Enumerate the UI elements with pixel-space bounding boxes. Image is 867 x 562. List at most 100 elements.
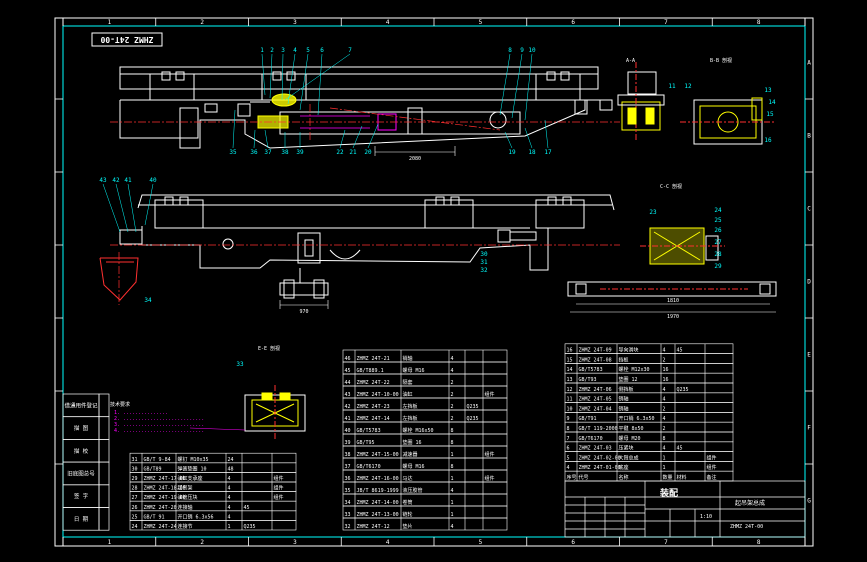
bom-cell: 7 (567, 436, 570, 442)
label-section-ee: E-E 剖视 (258, 345, 280, 352)
side-rail-view: 1810 1970 (567, 281, 777, 320)
bom-cell: ZHMZ 24T-12 (357, 524, 390, 530)
balloon-leader (544, 119, 549, 149)
grid-row-label: C (807, 206, 811, 213)
bom-cell: 隔套 (403, 379, 413, 386)
balloon-label: 32 (480, 267, 488, 274)
bom-cell: 9 (567, 416, 570, 422)
bom-cell: 材料 (677, 474, 687, 481)
grid-col-label-bottom: 5 (479, 539, 483, 546)
bom-cell: 组件 (485, 475, 495, 482)
balloon-leader (261, 53, 266, 96)
bom-cell: 8 (567, 426, 570, 432)
bom-cell: ZHMZ 24T-09 (579, 348, 612, 354)
bom-cell: 侧挡板 (619, 386, 634, 393)
bom-cell: ZHMZ 24T-13-00 (357, 512, 399, 518)
bom-cell: 开口销 6.3x56 (178, 513, 214, 520)
bom-cell: 大臂总成 (619, 454, 639, 461)
balloon-label: 26 (714, 227, 722, 234)
balloon-leader (299, 53, 309, 111)
bom-cell: 组件 (274, 494, 284, 501)
dim-d3: 1810 (667, 298, 679, 304)
bom-cell: 起吊架 (178, 486, 193, 492)
stamp-label: 描 图 (74, 424, 89, 432)
bom-cell: ZHMZ 24T-10-00 (357, 392, 399, 398)
bom-cell: 11 (567, 397, 573, 403)
stamp-blank (98, 484, 110, 508)
balloon-label: 39 (296, 149, 304, 156)
bom-cell: 连接节 (178, 523, 193, 530)
grid-col-label-bottom: 1 (108, 539, 112, 546)
stamp-label: 借通用件登记 (64, 401, 98, 409)
balloon-leader (352, 125, 363, 149)
bom-cell: 组件 (274, 475, 284, 482)
stamp-label: 日 期 (74, 516, 89, 523)
section-bb: B-B 剖视 (680, 57, 776, 145)
bom-cell: 4 (663, 397, 666, 403)
bom-cell: 16 (663, 367, 669, 373)
section-ee: E-E 剖视 (244, 345, 306, 440)
bom-cell: ZHMZ 24T-15-00 (357, 452, 399, 458)
balloon-leader (524, 53, 533, 121)
bom-cell: 组件 (707, 464, 717, 471)
bom-cell: 左挡板 (403, 415, 418, 422)
grid-col-label-top: 3 (293, 19, 297, 26)
bom-cell: ZHMZ 24T-21 (357, 356, 390, 362)
bom-cell: 液压胶管 (403, 487, 423, 494)
drawing-code: ZHMZ 24T-00 (730, 524, 763, 530)
bom-cell: 2 (451, 404, 454, 410)
dim-d1: 2080 (409, 156, 421, 162)
bom-cell: GB/T93 (579, 377, 597, 383)
balloon-leader (264, 129, 269, 149)
bom-cell: 垫圈 16 (403, 439, 422, 446)
drawing-scale: 1:10 (700, 514, 712, 520)
bom-cell: 数量 (663, 474, 673, 481)
grid-col-label-top: 1 (108, 19, 112, 26)
balloon-label: 42 (112, 177, 120, 184)
bom-cell: ZHMZ 24T-06 (579, 387, 612, 393)
bom-cell: 马达 (403, 475, 413, 482)
bom-cell: 35 (345, 488, 351, 494)
dimension-plan: 970 (279, 300, 329, 315)
label-section-bb: B-B 剖视 (710, 57, 732, 64)
balloon-label: 3 (281, 47, 285, 54)
bom-cell: GB/T 91 (144, 514, 165, 520)
bom-cell: 4 (451, 524, 454, 530)
bom-cell: 左挡板 (403, 403, 418, 410)
bom-cell: 46 (345, 356, 351, 362)
balloon-label: 5 (306, 47, 310, 54)
bom-cell: 8 (451, 464, 454, 470)
bom-cell: GB/T6170 (579, 436, 603, 442)
bom-cell: 2 (663, 426, 666, 432)
balloon-label: 14 (768, 99, 776, 106)
bom-cell: GB/T89 (144, 466, 162, 472)
grid-col-label-top: 6 (571, 19, 575, 26)
balloon-label: 4 (293, 47, 297, 54)
bom-cell: 48 (228, 466, 234, 472)
bom-cell: 44 (345, 380, 351, 386)
bom-cell: 组件 (274, 485, 284, 492)
bom-cell: 34 (345, 500, 351, 506)
bom-cell: 4 (451, 356, 454, 362)
bom-cell: Q235 (467, 416, 479, 422)
bom-cell: 油缸 (403, 391, 413, 398)
balloon-leader (253, 129, 256, 149)
balloon-label: 8 (508, 47, 512, 54)
bom-cell: GB/T 9-84 (144, 457, 171, 463)
stamp-label: 签 字 (74, 492, 89, 500)
balloon-leader (287, 53, 296, 105)
bom-cell: 16 (567, 348, 573, 354)
balloon-leader (144, 183, 154, 226)
bom-cell: 2 (451, 380, 454, 386)
balloon-label: 12 (684, 83, 692, 90)
bom-cell: 8 (451, 428, 454, 434)
bom-cell: 减速器 (403, 451, 418, 458)
balloon-label: 25 (714, 217, 722, 224)
balloon-leader (232, 109, 236, 149)
bom-cell: 螺母 M20 (619, 435, 641, 442)
